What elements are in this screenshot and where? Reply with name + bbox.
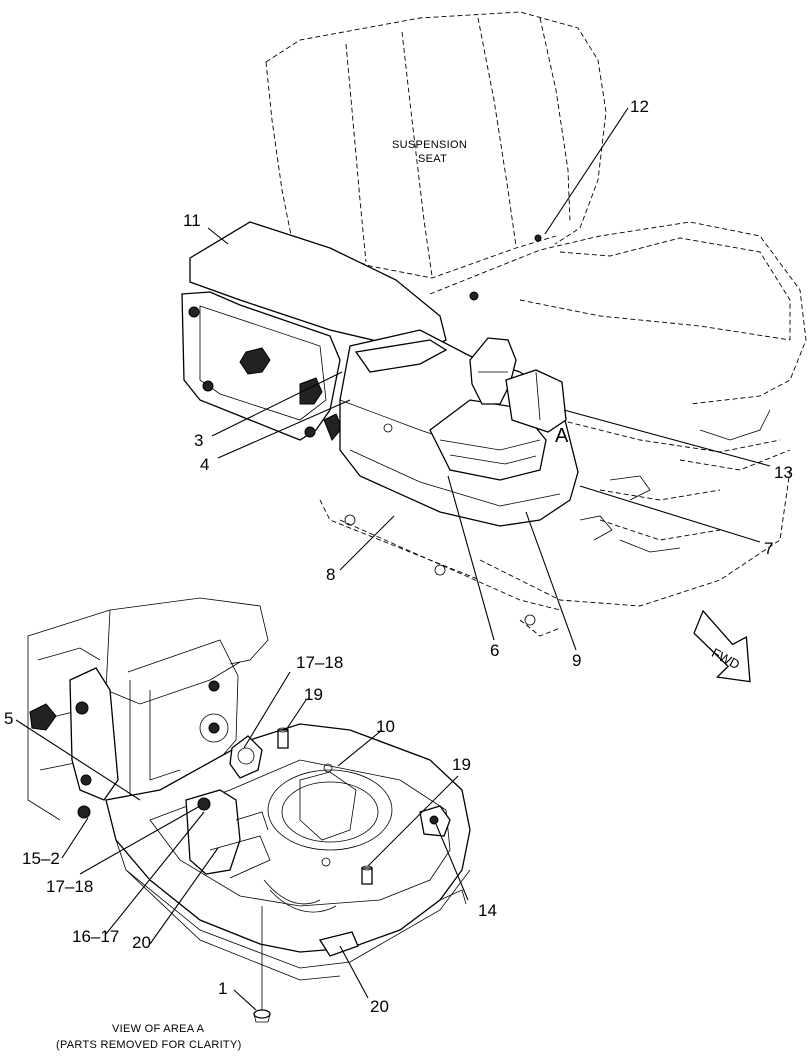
callout-9: 9 <box>572 651 581 670</box>
callout-19-top: 19 <box>304 685 323 704</box>
callout-11: 11 <box>183 211 201 230</box>
callout-6: 6 <box>490 641 499 660</box>
callout-8: 8 <box>326 565 335 584</box>
callout-5: 5 <box>4 709 13 728</box>
callout-17-18-top: 17–18 <box>296 653 343 672</box>
area-a-marker: A <box>555 425 569 447</box>
callout-numbers: 12 11 3 4 13 7 8 6 9 17–18 19 5 10 19 15… <box>4 97 793 1016</box>
seat-title-line1: SUSPENSION <box>392 139 467 151</box>
callout-12: 12 <box>630 97 649 116</box>
callout-3: 3 <box>194 431 203 450</box>
callout-7: 7 <box>764 539 773 558</box>
area-a-detail-drawing <box>27 597 471 1023</box>
forward-arrow-icon: FWD <box>693 609 751 683</box>
callout-19-right: 19 <box>452 755 471 774</box>
labels: SUSPENSION SEAT A VIEW OF AREA A (PARTS … <box>56 139 569 1051</box>
callout-14: 14 <box>478 901 497 920</box>
seat-title-line2: SEAT <box>418 153 447 165</box>
callout-17-18-left: 17–18 <box>46 877 93 896</box>
callout-4: 4 <box>200 455 209 474</box>
callout-10: 10 <box>376 717 395 736</box>
upper-leader-lines <box>207 107 771 651</box>
callout-13: 13 <box>774 463 793 482</box>
callout-15-2: 15–2 <box>22 849 60 868</box>
lower-leader-lines <box>15 671 469 1011</box>
seat-assembly-drawing <box>181 11 807 637</box>
callout-20-left: 20 <box>132 933 151 952</box>
view-caption-line2: (PARTS REMOVED FOR CLARITY) <box>56 1039 242 1051</box>
callout-20-bottom: 20 <box>370 997 389 1016</box>
view-caption-line1: VIEW OF AREA A <box>112 1023 205 1035</box>
callout-16-17: 16–17 <box>72 927 119 946</box>
callout-1: 1 <box>218 979 227 998</box>
